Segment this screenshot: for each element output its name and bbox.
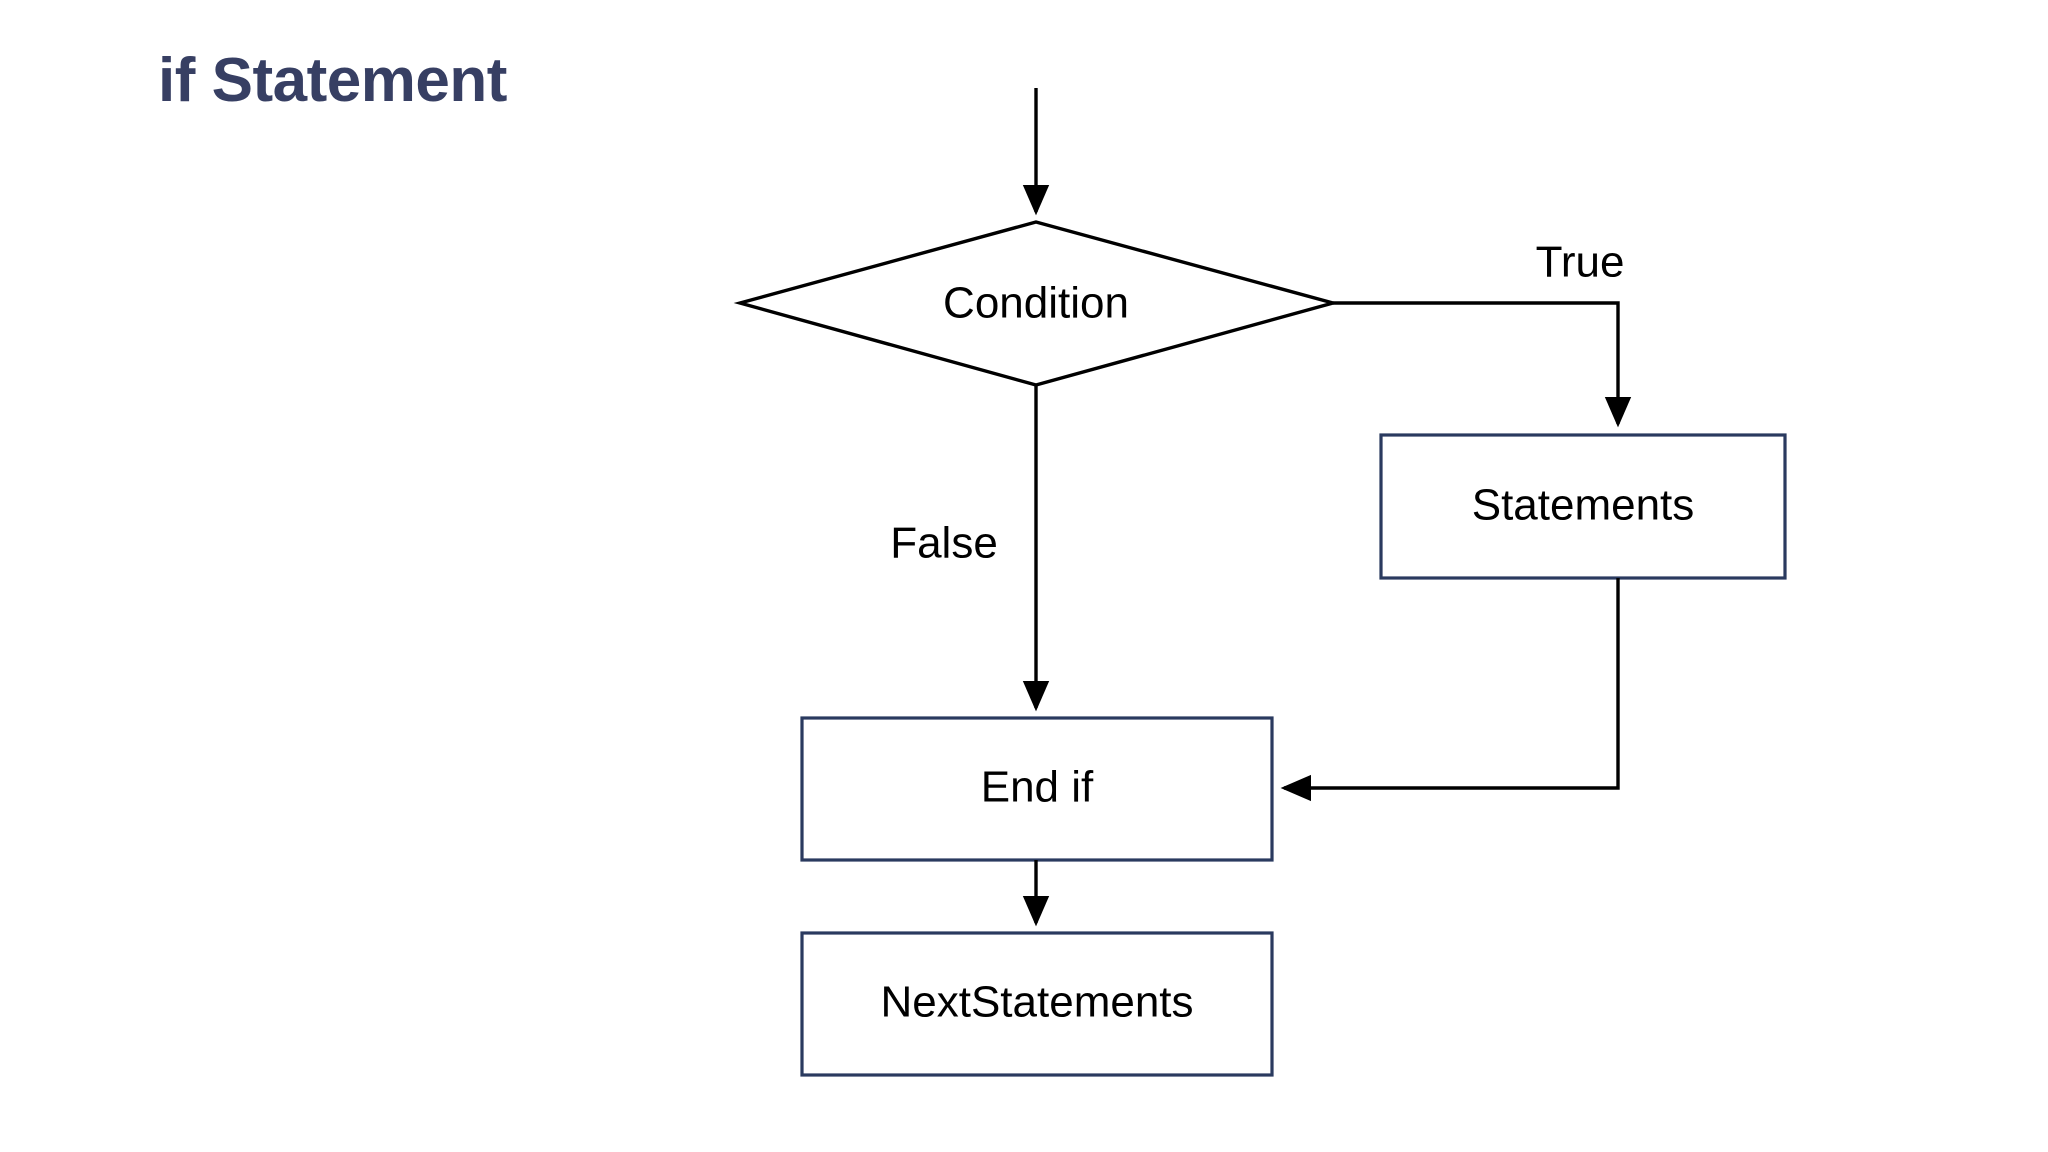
node-condition-label: Condition (943, 279, 1129, 328)
edge-statements-to-end-if (1280, 578, 1620, 802)
edge-condition-true (1333, 301, 1632, 428)
edge-label-false: False (890, 519, 998, 568)
node-nextstatements-label: NextStatements (880, 978, 1193, 1027)
page-title: if Statement (158, 46, 507, 115)
node-statements-label: Statements (1472, 481, 1695, 530)
node-end-if-box[interactable] (800, 716, 1274, 862)
node-statements-box[interactable] (1379, 433, 1787, 580)
node-nextstatements-box[interactable] (800, 931, 1274, 1077)
node-end-if-label: End if (981, 763, 1094, 812)
edge-label-true: True (1536, 238, 1625, 287)
